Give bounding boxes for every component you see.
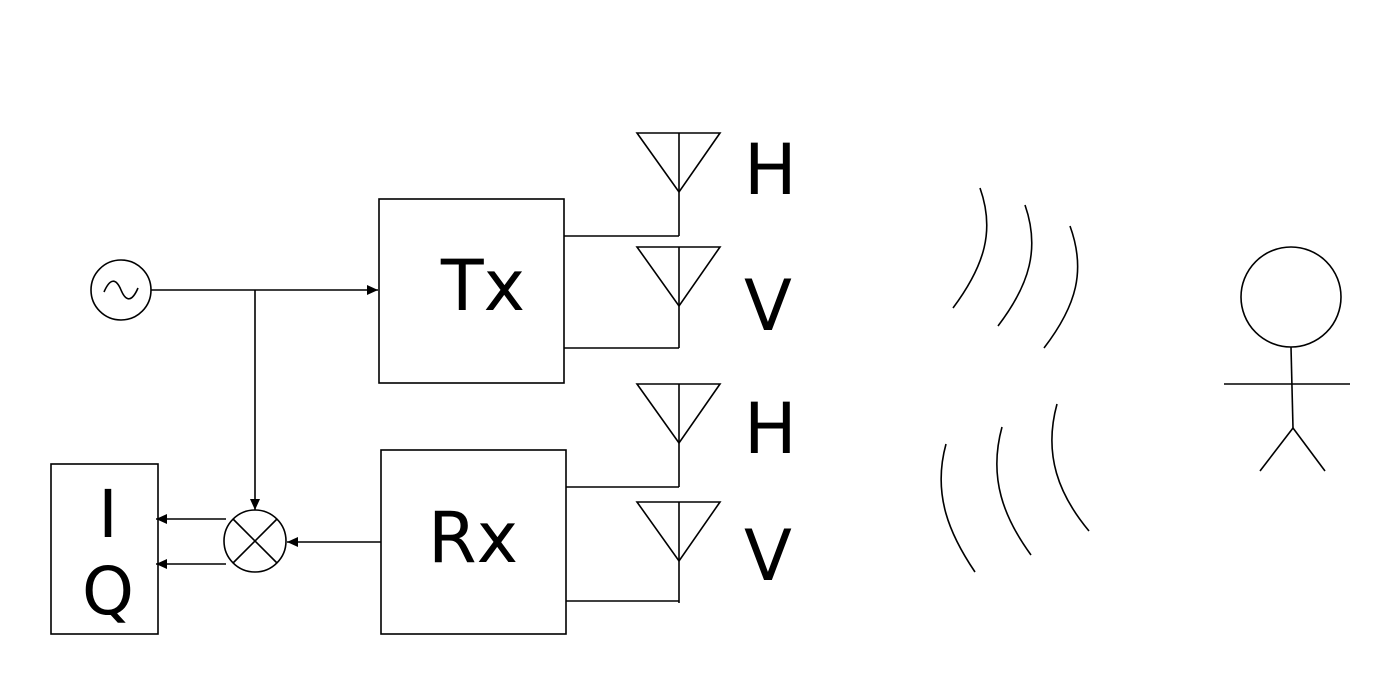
oscillator-icon	[90, 259, 152, 321]
tx-block	[378, 198, 565, 384]
tx-v-antenna-label: V	[744, 265, 792, 347]
iq-i-label: I	[98, 476, 117, 553]
iq-q-label: Q	[82, 553, 134, 630]
tx-radio-wave-icon	[952, 187, 1079, 349]
tx-h-antenna-icon	[564, 132, 722, 237]
mixer-icon	[223, 509, 287, 573]
rx-h-antenna-icon	[566, 383, 722, 488]
tx-h-antenna-label: H	[744, 129, 797, 211]
rx-label: Rx	[428, 497, 518, 579]
tx-v-antenna-icon	[564, 246, 722, 349]
rx-v-antenna-label: V	[744, 515, 792, 597]
rx-v-antenna-icon	[566, 501, 722, 603]
rx-radio-wave-icon	[940, 403, 1090, 573]
rx-h-antenna-label: H	[744, 388, 797, 470]
person-icon	[1224, 246, 1350, 472]
tx-label: Tx	[440, 245, 525, 327]
iq-block	[50, 463, 159, 635]
